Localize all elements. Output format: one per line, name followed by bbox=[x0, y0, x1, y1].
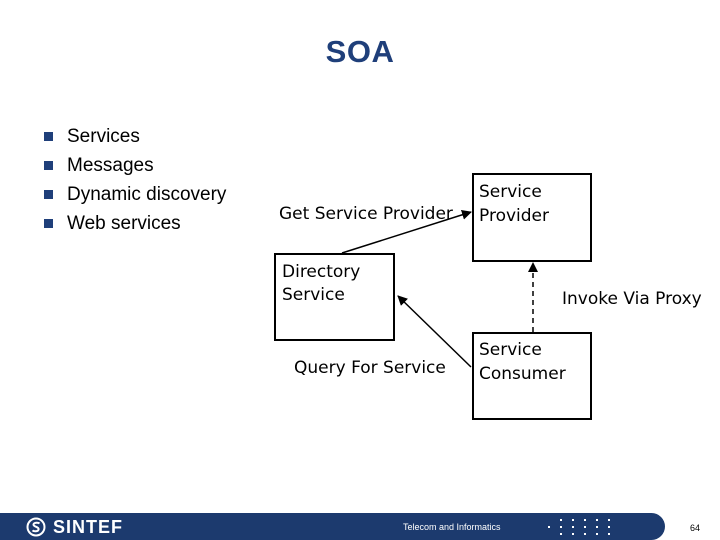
get-provider-arrow bbox=[341, 209, 472, 254]
get-provider-label: Get Service Provider bbox=[279, 204, 453, 224]
footer-department: Telecom and Informatics bbox=[403, 522, 501, 532]
bullet-text: Messages bbox=[67, 155, 154, 176]
bullet-item: Messages bbox=[44, 152, 226, 181]
bullet-square-icon bbox=[44, 219, 53, 228]
footer: SINTEF Telecom and Informatics 64 bbox=[0, 513, 720, 540]
bullet-text: Dynamic discovery bbox=[67, 184, 227, 205]
service-provider-box: Service Provider bbox=[472, 173, 592, 262]
service-consumer-label-line1: Service bbox=[479, 340, 542, 360]
directory-service-label-line2: Service bbox=[282, 285, 345, 305]
query-label: Query For Service bbox=[294, 358, 446, 378]
soa-diagram: Service Provider Directory Service Servi… bbox=[274, 173, 702, 420]
invoke-proxy-label: Invoke Via Proxy bbox=[562, 289, 702, 309]
slide-title: SOA bbox=[325, 34, 395, 69]
bullet-list: Services Messages Dynamic discovery Web … bbox=[44, 123, 226, 239]
footer-bar bbox=[0, 513, 665, 540]
service-consumer-box: Service Consumer bbox=[472, 332, 592, 420]
bullet-square-icon bbox=[44, 190, 53, 199]
service-provider-label-line1: Service bbox=[479, 182, 542, 202]
logo-text: SINTEF bbox=[53, 516, 124, 537]
bullet-text: Web services bbox=[67, 213, 181, 234]
page-number: 64 bbox=[690, 523, 701, 533]
bullet-text: Services bbox=[67, 126, 140, 147]
bullet-square-icon bbox=[44, 161, 53, 170]
service-provider-label-line2: Provider bbox=[479, 206, 549, 226]
bullet-item: Web services bbox=[44, 210, 226, 239]
query-arrow bbox=[397, 295, 472, 368]
directory-service-label-line1: Directory bbox=[282, 262, 360, 282]
bullet-item: Services bbox=[44, 123, 226, 152]
sintef-logo: SINTEF bbox=[26, 516, 123, 538]
directory-service-box: Directory Service bbox=[274, 253, 395, 341]
bullet-square-icon bbox=[44, 132, 53, 141]
bullet-item: Dynamic discovery bbox=[44, 181, 226, 210]
sintef-logo-icon bbox=[26, 517, 46, 537]
decorative-dots-icon bbox=[548, 519, 610, 535]
service-consumer-label-line2: Consumer bbox=[479, 364, 566, 384]
